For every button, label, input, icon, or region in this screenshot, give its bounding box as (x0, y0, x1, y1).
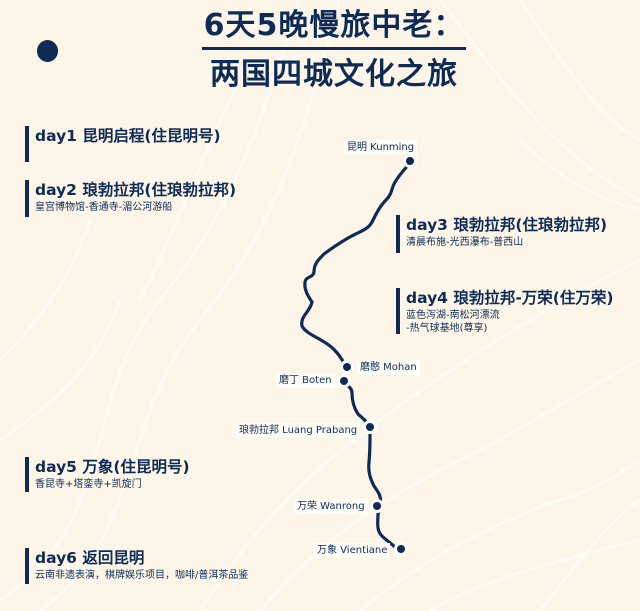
day4-description-line2: -热气球基地(尊享) (406, 323, 488, 334)
day3-block: day3 琅勃拉邦(住琅勃拉邦) 清晨布施-光西瀑布-普西山 (396, 215, 607, 253)
day5-description: 香昆寺+塔銮寺+凯旋门 (35, 479, 142, 490)
page-title: 6天5晚慢旅中老： 两国四城文化之旅 (0, 6, 640, 96)
day2-title: day2 琅勃拉邦(住琅勃拉邦) (35, 181, 237, 199)
day6-block: day6 返回昆明 云南非遗表演，棋牌娱乐项目，咖啡/普洱茶品鉴 (25, 548, 248, 584)
stop-marker-mohan (343, 363, 351, 371)
day6-description: 云南非遗表演，棋牌娱乐项目，咖啡/普洱茶品鉴 (35, 570, 249, 581)
day5-title: day5 万象(住昆明号) (35, 458, 190, 476)
stop-marker-wanrong (373, 502, 381, 510)
day6-title: day6 返回昆明 (35, 549, 145, 567)
route-line (300, 161, 412, 550)
stop-label-luang-prabang: 琅勃拉邦 Luang Prabang (236, 423, 361, 438)
day3-title: day3 琅勃拉邦(住琅勃拉邦) (406, 216, 608, 234)
title-line-1: 6天5晚慢旅中老： (201, 6, 467, 50)
day2-block: day2 琅勃拉邦(住琅勃拉邦) 皇宫博物馆-香通寺-湄公河游船 (25, 180, 236, 217)
stop-marker-vientiane (397, 545, 405, 553)
day4-description-line1: 蓝色泻湖-南松河漂流 (406, 310, 500, 321)
stop-label-kunming: 昆明 Kunming (344, 140, 418, 155)
day1-block: day1 昆明启程(住昆明号) (25, 126, 221, 162)
stop-marker-boten (340, 377, 348, 385)
day1-title: day1 昆明启程(住昆明号) (35, 127, 221, 145)
title-line-2: 两国四城文化之旅 (210, 57, 458, 92)
day4-title: day4 琅勃拉邦-万荣(住万荣) (406, 289, 614, 307)
stop-label-vientiane: 万象 Vientiane (314, 543, 391, 558)
day4-block: day4 琅勃拉邦-万荣(住万荣) 蓝色泻湖-南松河漂流 -热气球基地(尊享) (396, 288, 613, 334)
stop-label-mohan: 磨憨 Mohan (357, 360, 420, 375)
stop-label-boten: 磨丁 Boten (276, 373, 335, 388)
day2-description: 皇宫博物馆-香通寺-湄公河游船 (35, 202, 173, 213)
decorative-dot-icon (37, 40, 58, 62)
stop-marker-kunming (406, 157, 414, 165)
stop-marker-luang-prabang (366, 423, 374, 431)
stop-label-wanrong: 万荣 Wanrong (294, 499, 368, 514)
day3-description: 清晨布施-光西瀑布-普西山 (406, 237, 524, 248)
day5-block: day5 万象(住昆明号) 香昆寺+塔銮寺+凯旋门 (25, 457, 190, 492)
